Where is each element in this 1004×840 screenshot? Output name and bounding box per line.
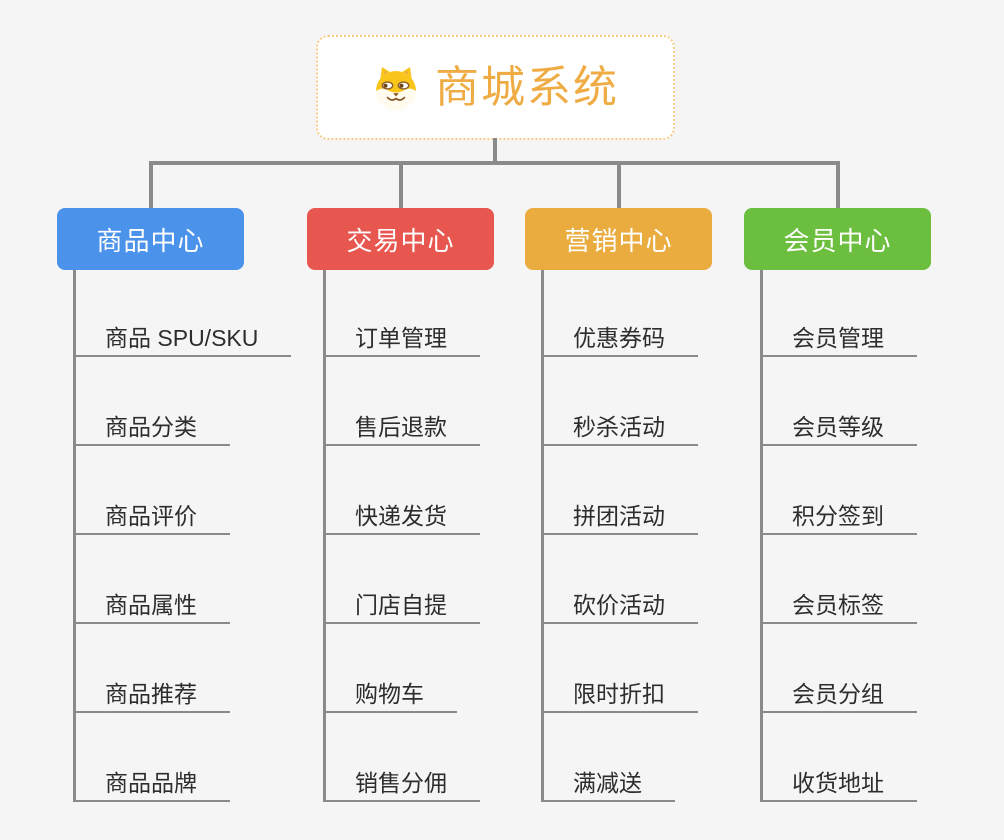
- connector-drop-2: [616, 161, 621, 208]
- child-label: 会员分组: [792, 681, 884, 707]
- child-label: 门店自提: [355, 592, 447, 618]
- child-label: 积分签到: [792, 503, 884, 529]
- branch-label: 商品中心: [96, 225, 205, 256]
- child-node[interactable]: 会员分组: [760, 677, 917, 713]
- child-node[interactable]: 销售分佣: [323, 766, 480, 802]
- branch-rail-line: [760, 270, 763, 801]
- child-label: 商品属性: [105, 592, 197, 618]
- child-node[interactable]: 满减送: [541, 766, 675, 802]
- child-label: 会员等级: [792, 414, 884, 440]
- child-label: 会员标签: [792, 592, 884, 618]
- child-node[interactable]: 优惠券码: [541, 321, 698, 357]
- connector-drop-0: [148, 161, 153, 208]
- child-node[interactable]: 商品推荐: [73, 677, 230, 713]
- child-node[interactable]: 商品评价: [73, 499, 230, 535]
- child-node[interactable]: 积分签到: [760, 499, 917, 535]
- connector-stem: [493, 138, 497, 165]
- child-label: 拼团活动: [573, 503, 665, 529]
- child-node[interactable]: 售后退款: [323, 410, 480, 446]
- branch-label: 会员中心: [783, 225, 892, 256]
- child-node[interactable]: 门店自提: [323, 588, 480, 624]
- branch-rail-line: [323, 270, 326, 801]
- child-label: 售后退款: [355, 414, 447, 440]
- child-node[interactable]: 快递发货: [323, 499, 480, 535]
- child-node[interactable]: 商品 SPU/SKU: [73, 321, 292, 357]
- branch-label: 交易中心: [346, 225, 455, 256]
- child-label: 订单管理: [355, 325, 447, 351]
- child-node[interactable]: 会员管理: [760, 321, 917, 357]
- child-label: 砍价活动: [573, 592, 665, 618]
- child-label: 购物车: [355, 681, 424, 707]
- connector-bus: [148, 161, 840, 165]
- child-node[interactable]: 收货地址: [760, 766, 917, 802]
- child-node[interactable]: 商品属性: [73, 588, 230, 624]
- child-node[interactable]: 秒杀活动: [541, 410, 698, 446]
- child-node[interactable]: 商品品牌: [73, 766, 230, 802]
- child-label: 商品推荐: [105, 681, 197, 707]
- child-label: 商品 SPU/SKU: [105, 325, 259, 351]
- branch-node-3[interactable]: 会员中心: [744, 208, 931, 270]
- child-node[interactable]: 订单管理: [323, 321, 480, 357]
- child-node[interactable]: 砍价活动: [541, 588, 698, 624]
- connector-drop-3: [835, 161, 840, 208]
- child-label: 商品品牌: [105, 770, 197, 796]
- child-label: 收货地址: [792, 770, 884, 796]
- branch-node-0[interactable]: 商品中心: [57, 208, 244, 270]
- root-title: 商城系统: [435, 62, 619, 112]
- branch-rail-line: [73, 270, 76, 801]
- branch-node-1[interactable]: 交易中心: [307, 208, 494, 270]
- child-node[interactable]: 购物车: [323, 677, 457, 713]
- child-node[interactable]: 拼团活动: [541, 499, 698, 535]
- child-node[interactable]: 会员标签: [760, 588, 917, 624]
- child-node[interactable]: 会员等级: [760, 410, 917, 446]
- branch-rail-line: [541, 270, 544, 801]
- child-label: 秒杀活动: [573, 414, 665, 440]
- child-label: 优惠券码: [573, 325, 665, 351]
- child-label: 商品评价: [105, 503, 197, 529]
- connector-drop-1: [398, 161, 403, 208]
- root-node[interactable]: 商城系统: [316, 35, 675, 140]
- child-label: 会员管理: [792, 325, 884, 351]
- child-label: 限时折扣: [573, 681, 665, 707]
- branch-node-2[interactable]: 营销中心: [525, 208, 712, 270]
- child-label: 满减送: [573, 770, 642, 796]
- child-node[interactable]: 限时折扣: [541, 677, 698, 713]
- branch-label: 营销中心: [564, 225, 673, 256]
- child-label: 销售分佣: [355, 770, 447, 796]
- dog-icon: [376, 66, 416, 111]
- child-node[interactable]: 商品分类: [73, 410, 230, 446]
- child-label: 快递发货: [355, 503, 447, 529]
- child-label: 商品分类: [105, 414, 197, 440]
